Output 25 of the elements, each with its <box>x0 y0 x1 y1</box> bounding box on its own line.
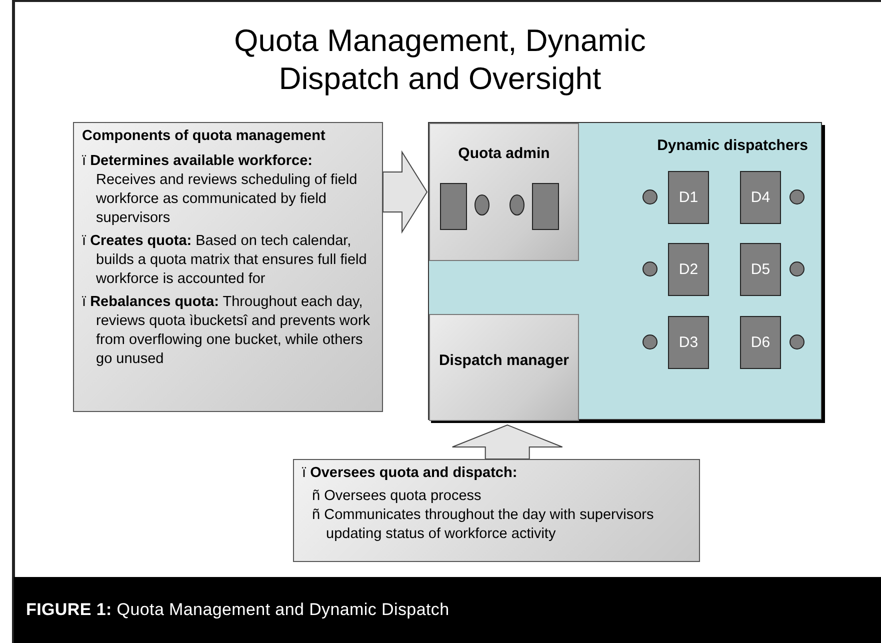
desk <box>532 183 559 230</box>
bullet-text: ñ Communicates throughout the day with supervisors updating status of workforce activity <box>311 506 655 544</box>
bullet-text: ï Rebalances quota: Throughout each day, reviews quota ìbucketsî and prevents work from overflowing one bucket, while others go unused <box>82 293 372 369</box>
office-room <box>429 123 579 261</box>
bullet-text: ñ Oversees quota process <box>311 487 482 506</box>
desk: D2 <box>668 243 709 296</box>
panel-heading: Components of quota management <box>82 127 326 146</box>
block-arrow <box>452 424 563 460</box>
text-panel <box>293 459 700 562</box>
text-panel <box>73 122 383 412</box>
desk: D3 <box>668 316 709 369</box>
desk: D5 <box>740 243 781 296</box>
room-label: Quota admin <box>457 144 551 164</box>
room-label: Dispatch manager <box>438 351 570 371</box>
figure-caption: FIGURE 1: Quota Management and Dynamic Dispatch <box>26 600 450 620</box>
bullet-text: ï Oversees quota and dispatch: <box>302 464 518 483</box>
office-room <box>429 314 579 421</box>
floor-area <box>428 122 822 420</box>
block-arrow <box>382 150 428 234</box>
area-label: Dynamic dispatchers <box>657 137 808 154</box>
desk: D1 <box>668 171 709 224</box>
diagram-title: Quota Management, Dynamic Dispatch and Oversight <box>233 22 647 98</box>
desk: D6 <box>740 316 781 369</box>
desk: D4 <box>740 171 781 224</box>
desk <box>440 183 467 230</box>
